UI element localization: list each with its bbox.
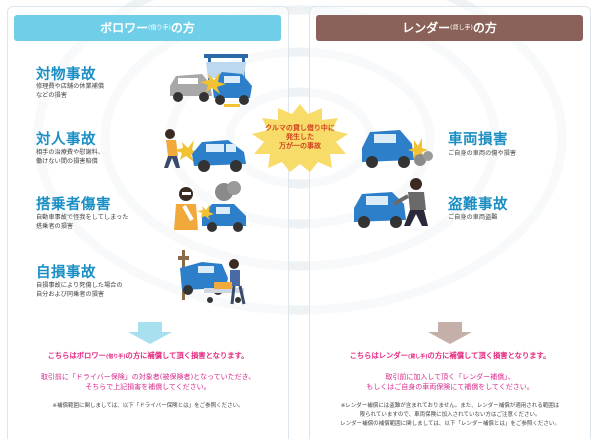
- damaged-car-icon: [362, 130, 433, 168]
- lender-summary: こちらはレンダー(貸し手)の方に補償して頂く損害となります。: [349, 351, 551, 360]
- item-title-property-accident: 対物事故: [36, 67, 96, 83]
- item-desc-property-accident: 修理費や店舗の休業補償 などの損害: [36, 83, 105, 99]
- car-thief-icon: [354, 178, 428, 228]
- lender-panel: [309, 6, 591, 439]
- item-title-vehicle-damage: 車両損害: [448, 132, 508, 148]
- borrower-summary: こちらはボロワー(借り手)の方に補償して頂く損害となります。: [47, 351, 249, 360]
- car-collision-into-building-icon: [170, 54, 252, 107]
- item-desc-passenger-injury: 自動車事故で怪我をしてしまった 搭乗者の損害: [36, 214, 129, 230]
- lender-note: ※レンダー補償には盗難が含まれておりません。また、レンダー補償が適用される範囲は…: [340, 403, 560, 427]
- item-title-theft: 盗難事故: [448, 197, 508, 213]
- item-desc-personal-accident: 相手の治療費や慰謝料、 働けない間の損害賠償: [36, 149, 105, 165]
- lender-instruction: 取引前に加入して頂く「レンダー補償」、 もしくはご自身の車両保険にて補償をしてく…: [366, 373, 534, 391]
- lender-down-arrow-icon: [428, 322, 472, 344]
- borrower-note: ※補償範囲に関しましては、以下「ドライバー保険とは」をご参照ください。: [52, 403, 244, 409]
- center-starburst-badge: [252, 104, 348, 172]
- borrower-down-arrow-icon: [128, 322, 172, 344]
- ambulance-stretcher-icon: [178, 250, 246, 305]
- item-title-self-accident: 自損事故: [36, 265, 96, 281]
- lender-header: レンダー(貸し手)の方: [316, 15, 583, 41]
- injured-passenger-icon: [174, 181, 246, 232]
- borrower-header: ボロワー(借り手)の方: [14, 15, 281, 41]
- car-hits-pedestrian-icon: [164, 129, 246, 172]
- center-badge-text: クルマの貸し借り中に 発生した 万が一の事故: [265, 124, 335, 150]
- borrower-instruction: 取引前に「ドライバー保険」の対象者(被保険者)となっていただき、 そちらで上記損…: [40, 373, 256, 391]
- item-desc-theft: ご自身の車両盗難: [448, 214, 498, 221]
- item-title-passenger-injury: 搭乗者傷害: [36, 197, 111, 213]
- item-title-personal-accident: 対人事故: [36, 132, 96, 148]
- item-desc-self-accident: 自損事故により死傷した場合の 自分および同乗者の損害: [36, 282, 123, 298]
- item-desc-vehicle-damage: ご自身の車両の傷や損害: [448, 150, 517, 157]
